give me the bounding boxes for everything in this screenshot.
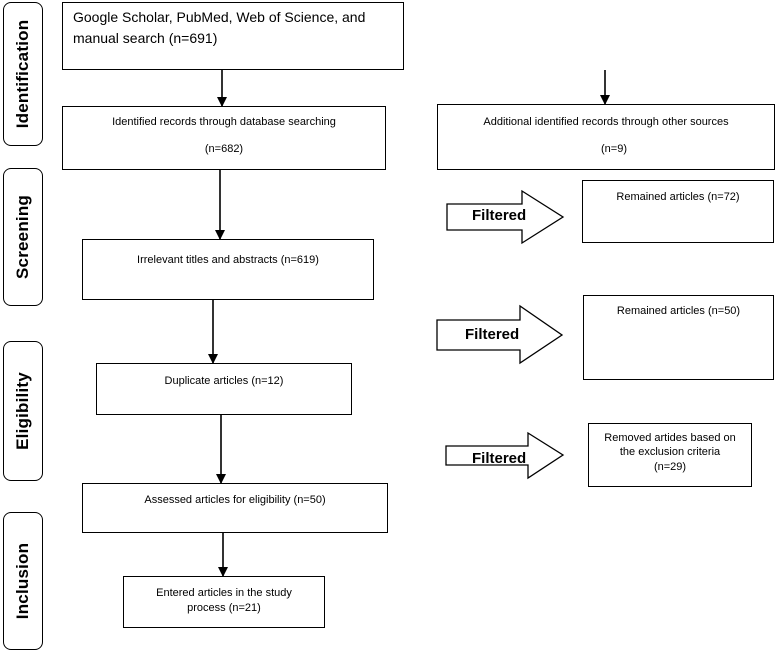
assessed-box: Assessed articles for eligibility (n=50) — [82, 483, 388, 533]
remained-50-title: Remained articles (n=50) — [616, 305, 741, 317]
filtered-block-arrow-2 — [436, 304, 564, 365]
assessed-title: Assessed articles for eligibility (n=50) — [144, 494, 326, 506]
irrelevant-box: Irrelevant titles and abstracts (n=619) — [82, 239, 374, 300]
removed-line3: (n=29) — [653, 460, 687, 473]
stage-screening: Screening — [3, 168, 43, 306]
database-records-count: (n=682) — [204, 143, 244, 156]
entered-line2: process (n=21) — [187, 602, 261, 615]
removed-box: Removed artides based on the exclusion c… — [588, 423, 752, 487]
duplicates-box: Duplicate articles (n=12) — [96, 363, 352, 415]
entered-box: Entered articles in the study process (n… — [123, 576, 325, 628]
removed-line1: Removed artides based on — [604, 432, 736, 444]
database-records-title: Identified records through database sear… — [112, 116, 336, 128]
filtered-label-3: Filtered — [472, 450, 527, 467]
remained-50-box: Remained articles (n=50) — [583, 295, 774, 380]
search-sources-line1: Google Scholar, PubMed, Web of Science, … — [73, 9, 366, 25]
filtered-block-arrow-1 — [446, 189, 565, 245]
stage-eligibility-label: Eligibility — [13, 372, 32, 450]
remained-72-box: Remained articles (n=72) — [582, 180, 774, 243]
stage-identification: Identification — [3, 2, 43, 146]
entered-line1: Entered articles in the study — [156, 587, 292, 599]
stage-screening-label: Screening — [13, 195, 32, 279]
irrelevant-title: Irrelevant titles and abstracts (n=619) — [137, 254, 319, 266]
filtered-block-arrow-3 — [445, 431, 565, 480]
search-sources-box: Google Scholar, PubMed, Web of Science, … — [62, 2, 404, 70]
other-sources-title: Additional identified records through ot… — [483, 116, 729, 128]
search-sources-line2: manual search (n=691) — [73, 30, 218, 46]
duplicates-title: Duplicate articles (n=12) — [164, 375, 284, 387]
remained-72-title: Remained articles (n=72) — [616, 191, 740, 203]
stage-inclusion: Inclusion — [3, 512, 43, 650]
database-records-box: Identified records through database sear… — [62, 106, 386, 170]
stage-eligibility: Eligibility — [3, 341, 43, 481]
stage-inclusion-label: Inclusion — [13, 542, 32, 620]
filtered-label-2: Filtered — [465, 326, 520, 343]
other-sources-count: (n=9) — [601, 143, 627, 156]
stage-identification-label: Identification — [13, 19, 32, 129]
removed-line2: the exclusion criteria — [619, 446, 721, 459]
other-sources-box: Additional identified records through ot… — [437, 104, 775, 170]
filtered-label-1: Filtered — [472, 207, 527, 224]
